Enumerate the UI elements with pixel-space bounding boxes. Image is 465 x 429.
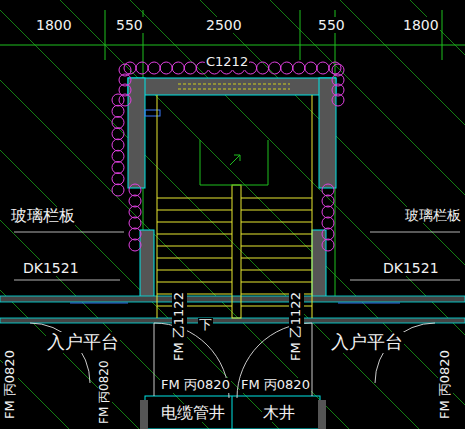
stair-tread — [241, 270, 312, 271]
stair-arrow — [200, 140, 268, 185]
cloud-arc — [112, 139, 124, 151]
cloud-arc — [148, 62, 160, 74]
drawing-label: 玻璃栏板 — [404, 207, 462, 223]
hatch-line — [0, 0, 349, 429]
hatch-line — [270, 0, 465, 429]
leader-lines — [14, 232, 460, 280]
hatch-line — [0, 0, 279, 429]
doors — [2, 303, 435, 398]
cloud-arc — [112, 94, 124, 106]
drawing-label: C1212 — [205, 55, 249, 70]
stair-tread — [157, 258, 232, 259]
drawing-label: 550 — [115, 17, 144, 33]
stair-tread — [157, 210, 232, 211]
cloud-arc — [184, 62, 196, 74]
cloud-arc — [322, 228, 334, 240]
cloud-arc — [322, 195, 334, 207]
hatch-line — [0, 0, 419, 429]
stair-tread — [157, 306, 232, 307]
drawing-label: 1800 — [35, 17, 73, 33]
stair-tread — [157, 234, 232, 235]
cloud-arc — [269, 62, 281, 74]
revision-clouds — [112, 62, 344, 251]
drawing-label: 2500 — [205, 17, 243, 33]
stair-tread — [157, 282, 232, 283]
drawing-label: 1800 — [402, 17, 440, 33]
hatch-line — [200, 0, 465, 429]
drawing-label: DK1521 — [382, 260, 440, 276]
hatch-line — [130, 0, 465, 429]
drawing-label: FM 乙1122 — [172, 291, 187, 362]
stair-tread — [157, 246, 232, 247]
drawing-label: FM 丙0820 — [98, 359, 112, 425]
cloud-arc — [322, 217, 334, 229]
cloud-arc — [257, 62, 269, 74]
drawing-label: 玻璃栏板 — [10, 207, 76, 225]
drawing-label: FM 丙0820 — [438, 349, 453, 420]
drawing-label: FM 乙1122 — [289, 291, 304, 362]
cloud-arc — [322, 239, 334, 251]
drawing-label: FM 丙0820 — [3, 349, 18, 420]
drawing-label: 入户平台 — [46, 332, 120, 353]
stair-tread — [157, 198, 232, 199]
cloud-arc — [129, 206, 141, 218]
cloud-arc — [322, 206, 334, 218]
window — [145, 84, 290, 116]
drawing-label: 550 — [317, 17, 346, 33]
cloud-arc — [112, 184, 124, 196]
drawing-label: FM 丙0820 — [160, 378, 231, 393]
cloud-arc — [112, 105, 124, 117]
cloud-arc — [112, 173, 124, 185]
stair-tread — [241, 222, 312, 223]
stair-tread — [157, 294, 232, 295]
walls — [0, 78, 465, 429]
hatch-line — [0, 0, 139, 429]
stair-tread — [241, 210, 312, 211]
stair-tread — [241, 198, 312, 199]
cloud-arc — [160, 62, 172, 74]
cloud-arc — [317, 62, 329, 74]
stair-tread — [241, 258, 312, 259]
stair-tread — [241, 282, 312, 283]
cloud-arc — [281, 62, 293, 74]
cloud-arc — [129, 228, 141, 240]
cloud-arc — [112, 162, 124, 174]
hatch-line — [0, 0, 209, 429]
drawing-label: 入户平台 — [330, 332, 404, 353]
cloud-arc — [136, 62, 148, 74]
stair — [157, 95, 312, 318]
drawing-label: FM 丙0820 — [240, 378, 311, 393]
stair-tread — [157, 222, 232, 223]
cloud-arc — [112, 150, 124, 162]
drawing-label: 下 — [198, 318, 213, 333]
cloud-arc — [112, 117, 124, 129]
cloud-arc — [293, 62, 305, 74]
drawing-label: 电缆管井 — [160, 404, 226, 422]
cloud-arc — [332, 94, 344, 106]
drawing-label: DK1521 — [22, 260, 80, 276]
cloud-arc — [129, 239, 141, 251]
hatch-line — [340, 0, 465, 429]
cloud-arc — [305, 62, 317, 74]
stair-tread — [157, 270, 232, 271]
stair-tread — [241, 246, 312, 247]
drawing-label: 木井 — [262, 404, 296, 422]
cloud-arc — [129, 195, 141, 207]
cloud-arc — [119, 94, 131, 106]
cloud-arc — [129, 184, 141, 196]
cloud-arc — [322, 184, 334, 196]
cloud-arc — [172, 62, 184, 74]
cloud-arc — [129, 217, 141, 229]
cloud-arc — [112, 128, 124, 140]
stair-tread — [241, 234, 312, 235]
